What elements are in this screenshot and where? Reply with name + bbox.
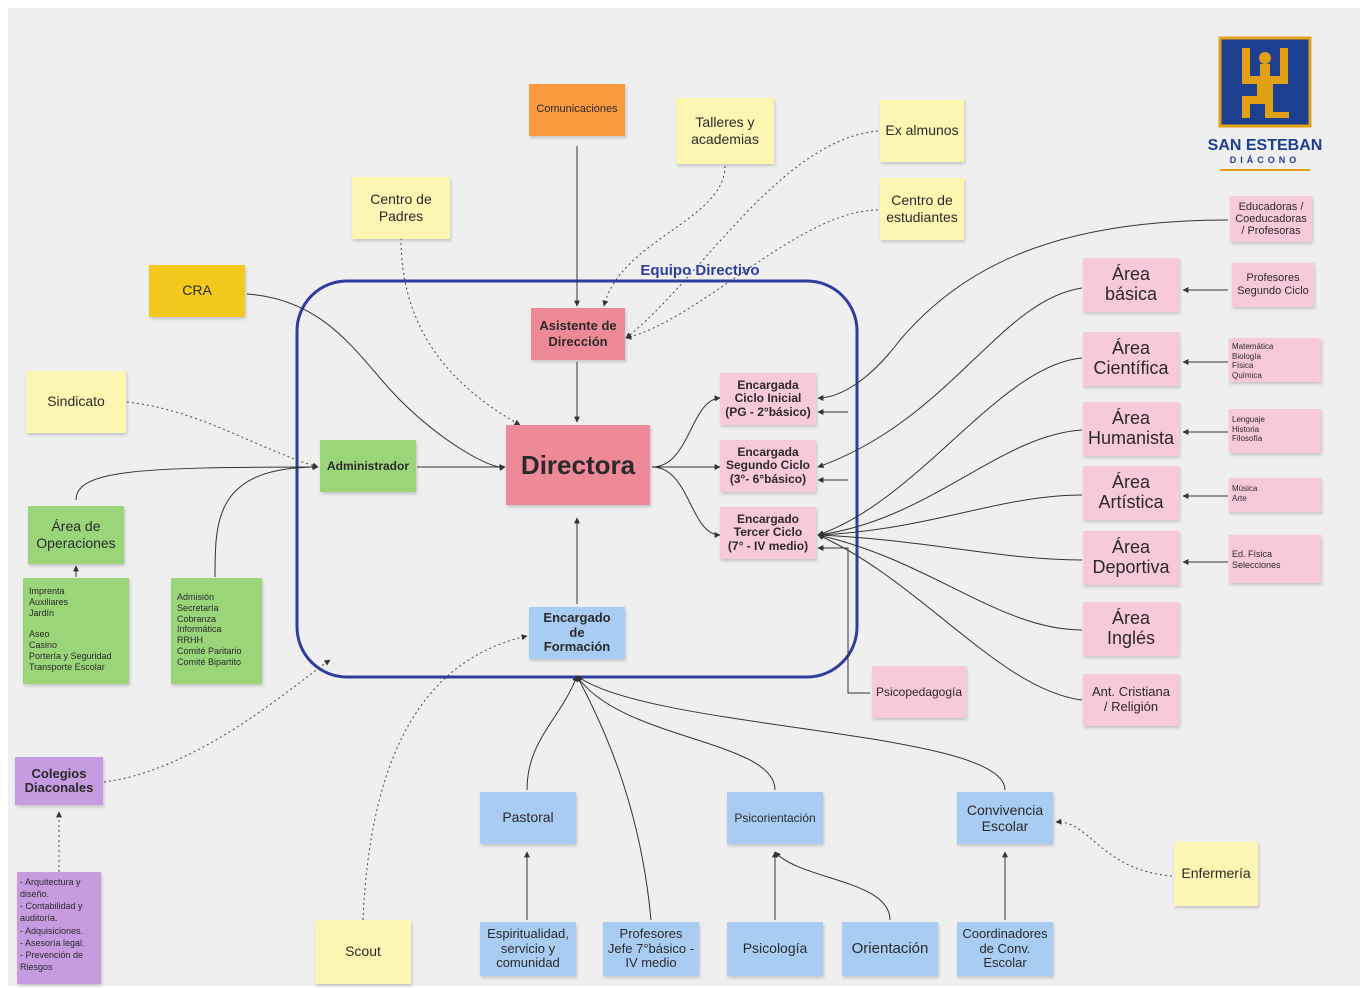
node-orientacion[interactable]: Orientación xyxy=(842,922,938,976)
logo-sub: DIÁCONO xyxy=(1229,155,1301,165)
edge-operaciones-administrador xyxy=(75,464,319,501)
edge-adminlist-administrador xyxy=(214,464,319,578)
edge-religion-ciclo3 xyxy=(817,534,1083,701)
node-asistente-direccion[interactable]: Asistente de Dirección xyxy=(531,308,625,360)
list-artistica: Música Arte xyxy=(1229,478,1321,512)
node-religion[interactable]: Ant. Cristiana / Religión xyxy=(1083,674,1179,726)
node-segundo-ciclo[interactable]: Encargada Segundo Ciclo (3°- 6°básico) xyxy=(720,440,816,492)
node-psicorientacion[interactable]: Psicorientación xyxy=(727,792,823,844)
node-convivencia-escolar[interactable]: Convivencia Escolar xyxy=(957,792,1053,844)
list-deportiva: Ed. Física Selecciones xyxy=(1229,535,1321,583)
list-cientifica: Matemática Biología Física Química xyxy=(1229,338,1321,382)
edge-sindicato-administrador xyxy=(126,401,319,469)
edge-directora-ciclo1 xyxy=(651,395,721,468)
node-sindicato[interactable]: Sindicato xyxy=(26,371,126,433)
node-enfermeria[interactable]: Enfermería xyxy=(1174,842,1258,906)
list-diaconales: - Arquitectura y diseño. - Contabilidad … xyxy=(17,872,101,984)
edge-scout-formacion xyxy=(362,634,528,921)
edge-psicorientacion-formacion xyxy=(576,675,776,791)
node-comunicaciones[interactable]: Comunicaciones xyxy=(529,84,625,136)
list-administracion: Admisión Secretaría Cobranza Informática… xyxy=(171,578,262,684)
list-operaciones: Imprenta Auxiliares Jardín Aseo Casino P… xyxy=(23,578,129,684)
list-humanista: Lenguaje Historia Filosofía xyxy=(1229,409,1321,453)
edge-humanista-ciclo3 xyxy=(817,429,1083,538)
edge-artistica-ciclo3 xyxy=(817,494,1083,538)
node-scout[interactable]: Scout xyxy=(315,920,411,984)
edge-talleres-asistente xyxy=(602,165,726,307)
edge-centroest-asistente xyxy=(625,209,879,340)
equipo-directivo-label: Equipo Directivo xyxy=(640,262,760,279)
node-directora[interactable]: Directora xyxy=(506,425,650,505)
edge-cra-directora xyxy=(246,293,506,471)
edge-deportiva-ciclo3 xyxy=(817,532,1083,561)
edge-ingles-ciclo3 xyxy=(817,533,1083,631)
edge-pastoral-formacion xyxy=(526,675,578,791)
node-area-operaciones[interactable]: Área de Operaciones xyxy=(28,506,124,564)
node-area-ingles[interactable]: Área Inglés xyxy=(1083,602,1179,656)
node-area-cientifica[interactable]: Área Científica xyxy=(1083,332,1179,386)
edge-educadoras-ciclo1 xyxy=(817,219,1229,401)
edge-profjefe-formacion xyxy=(576,675,652,921)
node-colegios-diaconales[interactable]: Colegios Diaconales xyxy=(15,757,103,805)
node-centro-padres[interactable]: Centro de Padres xyxy=(352,177,450,239)
node-encargado-formacion[interactable]: Encargado de Formación xyxy=(529,607,625,659)
logo-name: SAN ESTEBAN xyxy=(1207,137,1323,154)
edge-centropadres-directora xyxy=(400,237,521,426)
node-psicopedagogia[interactable]: Psicopedagogía xyxy=(872,666,966,718)
node-talleres[interactable]: Talleres y academias xyxy=(676,98,774,164)
edge-directora-ciclo3 xyxy=(651,466,721,538)
edge-convivencia-formacion xyxy=(576,675,1006,791)
node-area-humanista[interactable]: Área Humanista xyxy=(1083,402,1179,456)
edge-cientifica-ciclo3 xyxy=(817,357,1083,537)
edge-diaconales-formacion xyxy=(103,659,331,783)
node-pastoral[interactable]: Pastoral xyxy=(480,792,576,844)
edge-enfermeria-convivencia xyxy=(1055,818,1173,877)
node-area-artistica[interactable]: Área Artística xyxy=(1083,466,1179,520)
edge-orientacion-psicorientacion xyxy=(774,851,891,921)
node-profesores-jefe[interactable]: Profesores Jefe 7°básico - IV medio xyxy=(603,922,699,976)
node-ciclo-inicial[interactable]: Encargada Ciclo Inicial (PG - 2°básico) xyxy=(720,373,816,425)
node-espiritualidad[interactable]: Espiritualidad, servicio y comunidad xyxy=(480,922,576,976)
node-ex-alumnos[interactable]: Ex almunos xyxy=(880,100,964,162)
edge-psicopedagogia-ciclo3 xyxy=(817,545,870,694)
node-centro-estudiantes[interactable]: Centro de estudiantes xyxy=(880,178,964,240)
node-educadoras[interactable]: Educadoras / Coeducadoras / Profesoras xyxy=(1230,196,1312,242)
node-coordinadores[interactable]: Coordinadores de Conv. Escolar xyxy=(957,922,1053,976)
edge-basica-ciclo2 xyxy=(817,287,1083,469)
san-esteban-logo xyxy=(1218,36,1312,171)
node-area-deportiva[interactable]: Área Deportiva xyxy=(1083,531,1179,585)
node-psicologia[interactable]: Psicología xyxy=(727,922,823,976)
node-tercer-ciclo[interactable]: Encargado Tercer Ciclo (7° - IV medio) xyxy=(720,507,816,559)
node-administrador[interactable]: Administrador xyxy=(320,440,416,492)
node-cra[interactable]: CRA xyxy=(149,265,245,317)
node-area-basica[interactable]: Área básica xyxy=(1083,258,1179,312)
node-profesores-segundo-ciclo[interactable]: Profesores Segundo Ciclo xyxy=(1232,263,1314,307)
